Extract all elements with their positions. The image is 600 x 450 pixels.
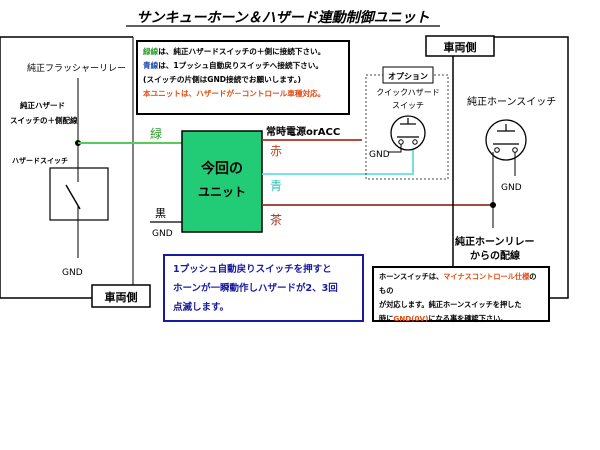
hazard-switch-label: ハザードスイッチ <box>12 156 68 165</box>
horn-terminal-right <box>512 147 518 153</box>
horn-terminal-left <box>494 147 500 153</box>
horn-note-l3c: になる事を確認下さい。 <box>428 314 508 323</box>
note-green-wire: 緑線 <box>143 47 159 56</box>
left-vehicle-tag-box <box>91 284 151 308</box>
horn-relay-line1: 純正ホーンリレー <box>455 235 535 248</box>
red-wire-label: 赤 <box>270 144 282 158</box>
right-vehicle-tag: 車両側 <box>444 40 477 54</box>
horn-switch-label: 純正ホーンスイッチ <box>467 95 556 108</box>
junction-dot-horn <box>490 202 496 208</box>
right-vehicle-tag-box <box>425 35 495 57</box>
blue-wire-label: 青 <box>270 179 282 193</box>
horn-note-gnd: GND(0V) <box>393 314 429 323</box>
option-name-line1: クイックハザード <box>376 88 440 97</box>
hazard-label-line2: スイッチの＋側配線 <box>10 115 78 125</box>
right-vehicle-frame <box>452 36 569 299</box>
unit-gnd-label: GND <box>152 229 173 239</box>
option-name-line2: スイッチ <box>392 101 424 110</box>
quick-switch-terminal-left <box>398 139 404 145</box>
horn-switch-note: ホーンスイッチは、マイナスコントロール仕様のもの が対応します。純正ホーンスイッ… <box>372 266 550 323</box>
horn-gnd-label: GND <box>501 183 522 193</box>
power-label: 常時電源orACC <box>266 125 340 138</box>
hazard-label-line1: 純正ハザード <box>20 100 65 110</box>
horn-relay-line2: からの配線 <box>470 249 520 262</box>
note-unit-prefix: 本ユニットは、 <box>143 89 197 98</box>
note-blue-wire: 青線 <box>143 61 159 70</box>
horn-note-suffix: のもの <box>379 272 537 295</box>
option-gnd-label: GND <box>369 150 390 160</box>
behavior-line1: 1プッシュ自動戻りスイッチを押すと <box>173 264 332 275</box>
horn-note-line2: が対応します。純正ホーンスイッチを押した <box>379 300 522 309</box>
black-wire-label: 黒 <box>155 207 166 220</box>
left-vehicle-frame <box>0 36 133 299</box>
wiring-instructions-note: 緑線は、純正ハザードスイッチの＋側に接続下さい。 青線は、1プッシュ自動戻りスイ… <box>136 40 350 115</box>
quick-switch-terminal-right <box>412 139 418 145</box>
left-gnd-label: GND <box>62 268 83 278</box>
horn-note-prefix: ホーンスイッチは、 <box>379 272 444 281</box>
option-tag-box <box>382 66 434 84</box>
diagram-title: サンキューホーン＆ハザード連動制御ユニット <box>136 9 429 26</box>
unit-label-line1: 今回の <box>200 160 243 177</box>
blue-switch-wire <box>262 150 414 175</box>
left-vehicle-tag: 車両側 <box>105 290 138 304</box>
quick-switch-gnd-wire <box>388 144 402 153</box>
flasher-relay-label: 純正フラッシャーリレー <box>27 62 126 74</box>
note-blue-text: は、1プッシュ自動戻りスイッチへ接続下さい。 <box>158 61 323 70</box>
hazard-switch-box <box>49 167 109 221</box>
note-unit-compat: ハザードが－コントロール車種対応。 <box>196 89 326 98</box>
horn-note-spec: マイナスコントロール仕様 <box>443 272 530 281</box>
horn-note-l3a: 時に <box>379 314 394 323</box>
unit-label-line2: ユニット <box>198 185 246 199</box>
control-unit <box>181 130 263 233</box>
behavior-line2: ホーンが一瞬動作しハザードが2、3回 <box>173 283 338 294</box>
brown-wire-label: 茶 <box>270 212 282 227</box>
behavior-line3: 点滅します。 <box>173 302 230 313</box>
note-gnd-text: (スイッチの片側はGND接続でお願いします。) <box>143 75 301 84</box>
note-green-text: は、純正ハザードスイッチの＋側に接続下さい。 <box>158 47 326 56</box>
behavior-note: 1プッシュ自動戻りスイッチを押すと ホーンが一瞬動作しハザードが2、3回 点滅し… <box>163 254 364 322</box>
hazard-switch-lever <box>65 184 81 210</box>
green-wire-label: 緑 <box>150 126 162 141</box>
option-tag: オプション <box>388 71 428 81</box>
